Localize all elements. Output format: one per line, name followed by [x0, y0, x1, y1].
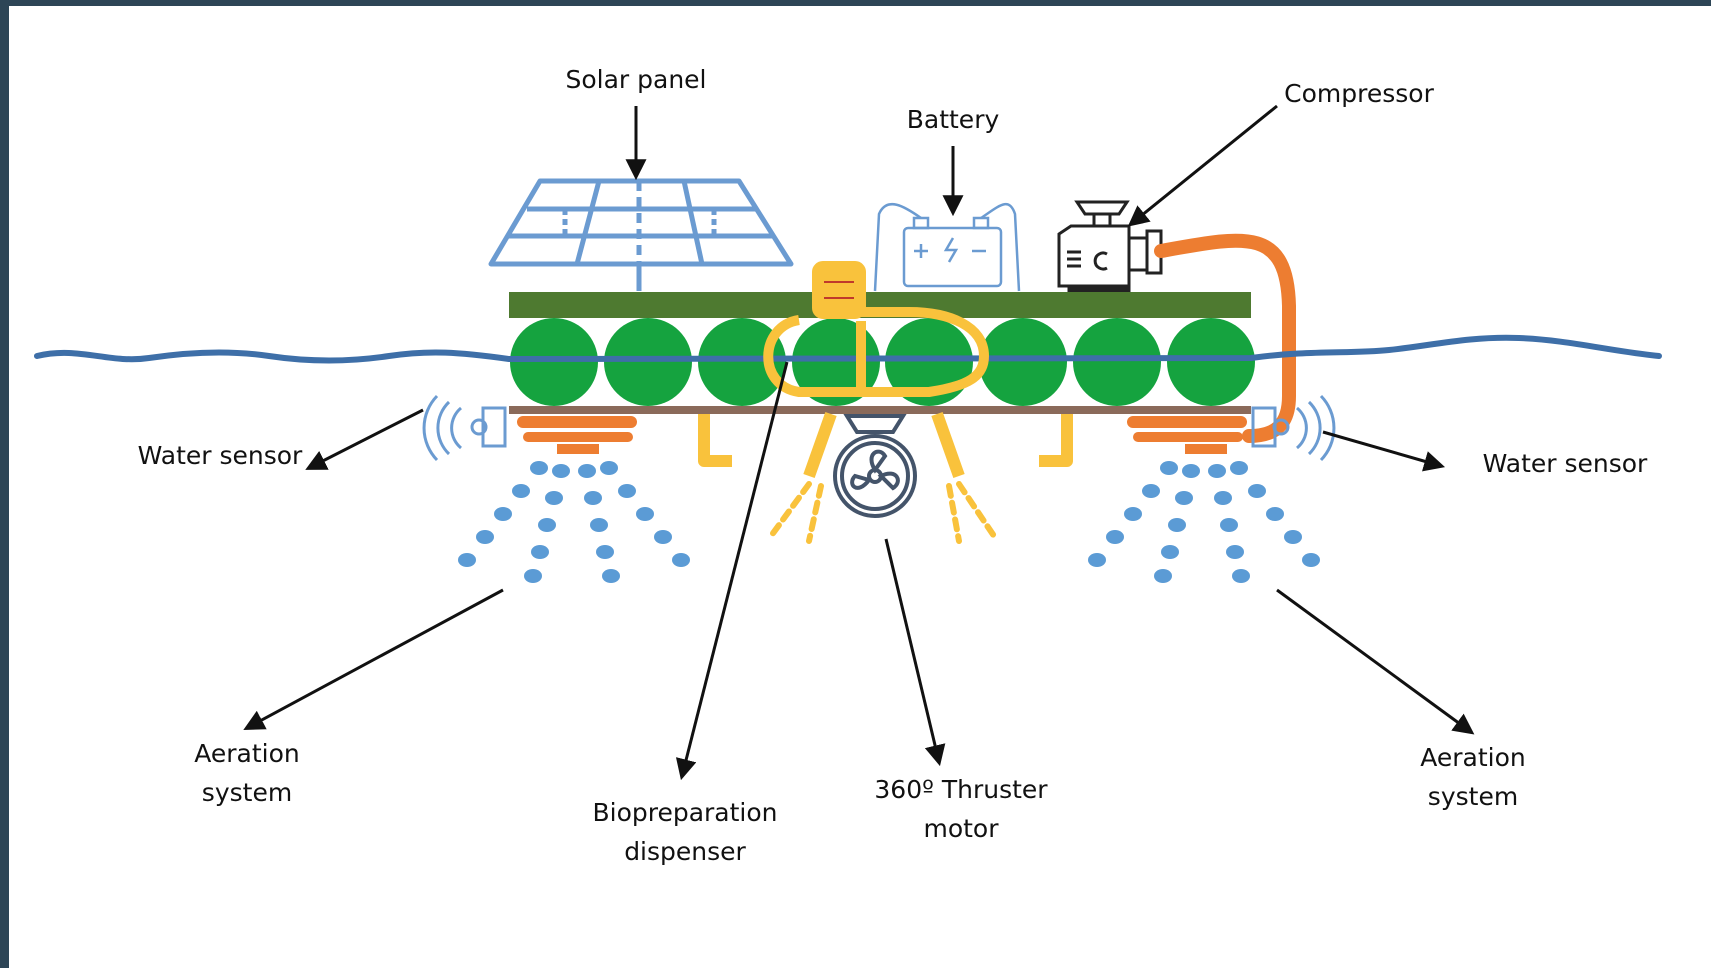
label-biopreparation-1: Biopreparation: [592, 798, 777, 827]
arrow-water-sensor-right: [1322, 430, 1446, 472]
label-battery: Battery: [907, 105, 1000, 134]
label-water-sensor-left: Water sensor: [138, 441, 303, 470]
water-sensor-right-device: [1251, 394, 1336, 462]
battery: [873, 202, 1021, 292]
water-surface: [34, 334, 1662, 364]
floating-platform-diagram: Solar panel Battery Compressor Water sen…: [34, 65, 1662, 866]
thruster-motor: [833, 414, 917, 518]
solar-panel: [488, 178, 794, 291]
aeration-bubbles-left: [458, 461, 690, 583]
label-aeration-left-2: system: [202, 778, 292, 807]
label-compressor: Compressor: [1284, 79, 1434, 108]
arrow-compressor: [1127, 104, 1278, 227]
label-biopreparation-2: dispenser: [624, 837, 746, 866]
leader-arrows: [243, 104, 1475, 781]
label-aeration-left-1: Aeration: [194, 739, 300, 768]
label-aeration-right-1: Aeration: [1420, 743, 1526, 772]
aeration-bubbles-right: [1088, 461, 1320, 583]
arrow-biopreparation: [675, 361, 789, 781]
arrow-aeration-left: [243, 588, 504, 730]
dispenser-legs: [698, 411, 1073, 479]
water-sensor-left-device: [422, 394, 507, 462]
aerator-left: [517, 416, 637, 454]
diagram-canvas: Solar panel Battery Compressor Water sen…: [9, 6, 1711, 968]
label-solar-panel: Solar panel: [565, 65, 706, 94]
label-thruster-2: motor: [923, 814, 999, 843]
label-water-sensor-right: Water sensor: [1483, 449, 1648, 478]
arrow-water-sensor-left: [305, 408, 424, 470]
label-thruster-1: 360º Thruster: [874, 775, 1048, 804]
arrow-thruster: [884, 538, 946, 767]
aerator-right: [1127, 416, 1247, 454]
compressor: [1057, 200, 1163, 298]
biopreparation-dispenser: [763, 261, 989, 397]
arrow-aeration-right: [1276, 588, 1475, 735]
dispense-spray: [768, 481, 997, 544]
underside-bar: [509, 406, 1251, 414]
label-aeration-right-2: system: [1428, 782, 1518, 811]
